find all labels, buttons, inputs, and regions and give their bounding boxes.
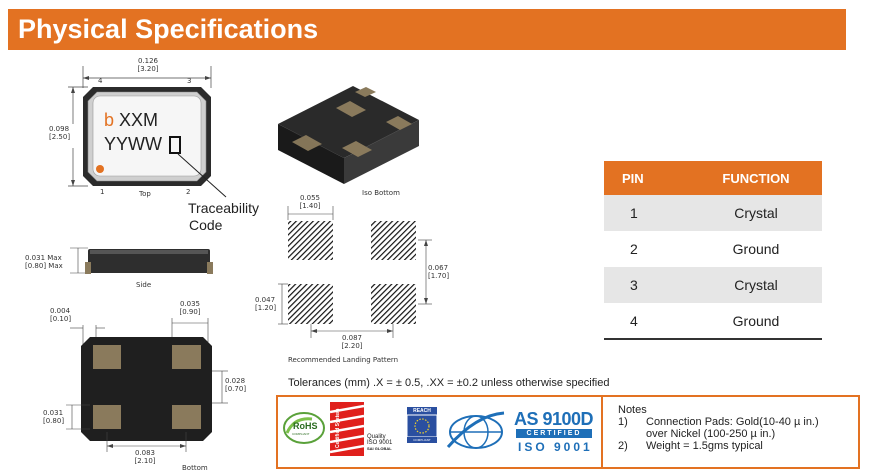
pin-function-table: PIN FUNCTION 1 Crystal 2 Ground 3 Crysta… <box>604 161 822 340</box>
table-row: 1 Crystal <box>604 195 822 231</box>
landing-horizontal-pitch-dimension: 0.087[2.20] <box>341 334 363 350</box>
table-row: 4 Ground <box>604 303 822 340</box>
pin-column-header: PIN <box>604 161 690 195</box>
bottom-pad-width-dimension: 0.035[0.90] <box>179 300 201 316</box>
top-view-label: Top <box>139 190 151 198</box>
tolerances-text: Tolerances (mm) .X = ± 0.5, .XX = ±0.2 u… <box>288 377 610 389</box>
callout-leader <box>177 153 227 198</box>
part-marking-line2: YYWW <box>104 134 162 154</box>
landing-pattern-drawing <box>278 206 432 338</box>
landing-pad-height-dimension: 0.047[1.20] <box>255 296 277 312</box>
traceability-box <box>169 136 181 154</box>
pin-1-label: 1 <box>100 188 105 196</box>
certified-system-label: Certified System <box>335 408 341 448</box>
reach-logo-icon <box>407 407 437 443</box>
side-view-drawing <box>70 247 213 274</box>
pin-function: Ground <box>732 241 780 257</box>
globe-logo-icon <box>446 411 505 449</box>
pin-number: 4 <box>604 303 690 340</box>
pin-3-label: 3 <box>187 77 192 85</box>
table-header-row: PIN FUNCTION <box>604 161 822 195</box>
certified-system-logo-icon <box>330 402 364 456</box>
bottom-pitch-dimension: 0.083[2.10] <box>134 449 156 465</box>
as-certified-label: CERTIFIED <box>516 429 592 438</box>
bottom-edge-dimension: 0.004[0.10] <box>50 307 72 323</box>
pin-2-label: 2 <box>186 188 191 196</box>
function-column-header: FUNCTION <box>690 161 822 195</box>
reach-label: REACH <box>413 408 431 414</box>
landing-pattern-label: Recommended Landing Pattern <box>288 356 399 364</box>
pin-4-label: 4 <box>98 77 103 85</box>
quality-iso-label: Quality ISO 9001 SAI GLOBAL <box>367 434 393 451</box>
table-row: 3 Crystal <box>604 267 822 303</box>
pin-number: 3 <box>604 267 690 303</box>
note-item: 1) Connection Pads: Gold(10-40 µ in.) ov… <box>618 416 819 440</box>
bottom-view-label: Bottom <box>182 464 208 472</box>
rohs-sublabel: COMPLIANT <box>292 432 310 436</box>
notes-box: Notes 1) Connection Pads: Gold(10-40 µ i… <box>601 395 860 469</box>
top-view-drawing <box>68 66 212 187</box>
top-width-dimension: 0.126[3.20] <box>137 57 159 73</box>
as9100-label: AS 9100D <box>514 409 594 429</box>
bottom-view-drawing <box>66 318 228 452</box>
bottom-gap-dimension: 0.028[0.70] <box>225 377 247 393</box>
pin-number: 2 <box>630 241 638 257</box>
notes-title: Notes <box>618 404 647 416</box>
note-item: 2) Weight = 1.5gms typical <box>618 440 763 452</box>
page-title: Physical Specifications <box>18 14 319 44</box>
landing-pad-width-dimension: 0.055[1.40] <box>299 194 321 210</box>
side-view-label: Side <box>136 281 152 289</box>
traceability-callout: Traceability Code <box>188 200 260 233</box>
part-marking-line1: b XXM <box>104 110 159 130</box>
rohs-label: RoHS <box>293 421 318 431</box>
iso-view-label: Iso Bottom <box>362 189 400 197</box>
pin-function: Ground <box>690 303 822 340</box>
rohs-logo-icon <box>283 412 325 444</box>
reach-sublabel: COMPLIANT <box>413 438 431 442</box>
pin-function: Crystal <box>690 195 822 231</box>
side-height-dimension: 0.031 Max[0.80] Max <box>25 254 63 270</box>
top-height-dimension: 0.098[2.50] <box>49 125 77 141</box>
brand-mark: b <box>104 110 115 130</box>
landing-vertical-pitch-dimension: 0.067[1.70] <box>428 264 450 280</box>
bottom-pad-height-dimension: 0.031[0.80] <box>43 409 65 425</box>
certifications-box: RoHS COMPLIANT Certified System Quality … <box>276 395 603 469</box>
iso-bottom-drawing <box>278 86 419 184</box>
pin-number: 1 <box>604 195 690 231</box>
pin-function: Crystal <box>690 267 822 303</box>
as-iso-label: ISO 9001 <box>518 440 593 454</box>
section-header: Physical Specifications <box>8 9 846 50</box>
table-row: 2 Ground <box>604 231 822 267</box>
